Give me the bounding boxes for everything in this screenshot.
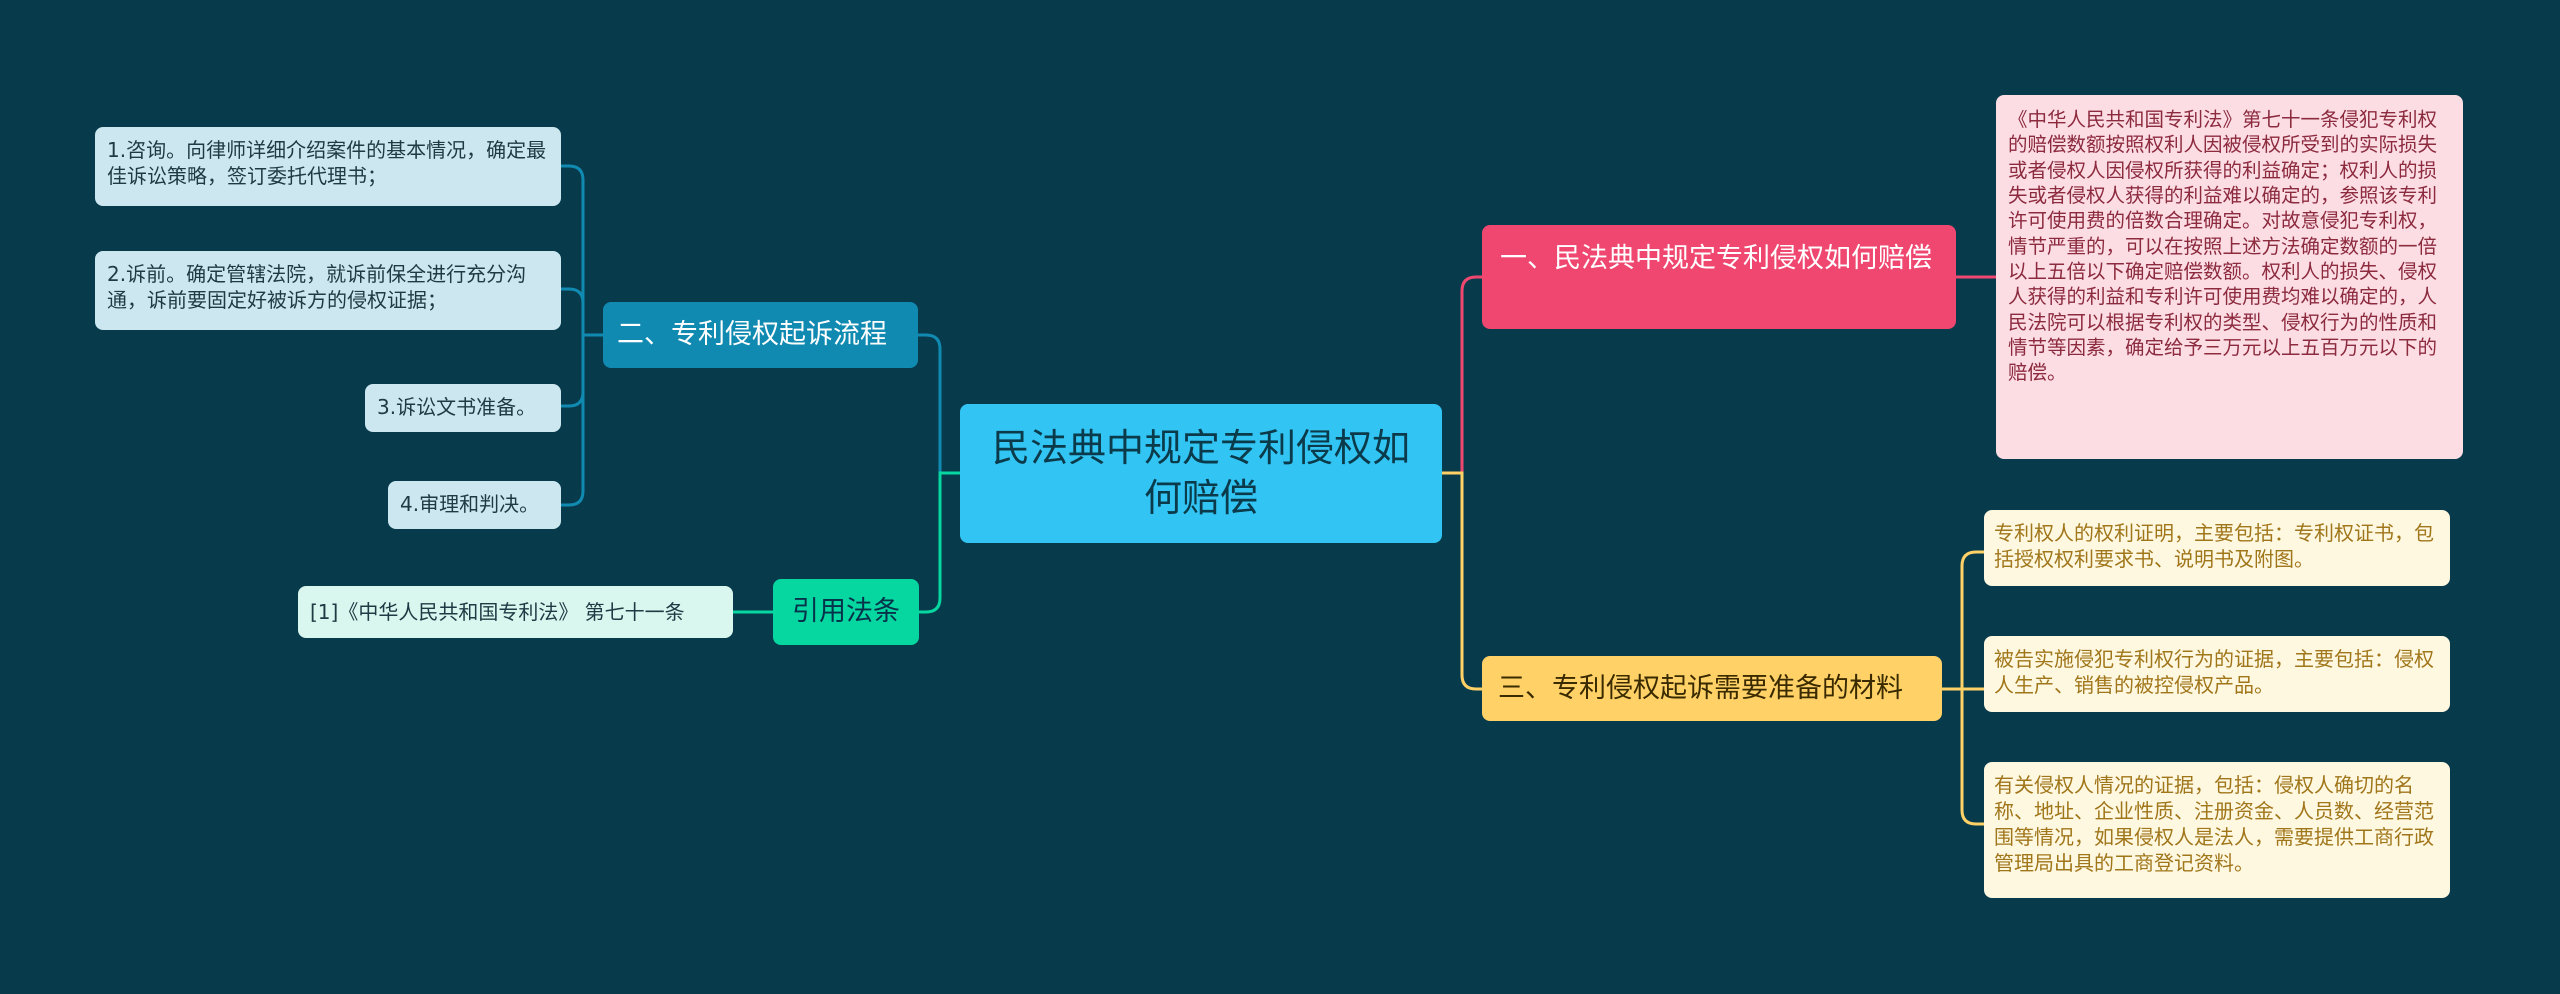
leaf-consultation[interactable]: 1.咨询。向律师详细介绍案件的基本情况，确定最佳诉讼策略，签订委托代理书； (95, 127, 561, 206)
branch-materials-label: 三、专利侵权起诉需要准备的材料 (1498, 672, 1903, 704)
leaf-documents-text: 3.诉讼文书准备。 (377, 395, 537, 419)
branch-litigation-process[interactable]: 二、专利侵权起诉流程 (603, 302, 918, 368)
leaf-infringer-info[interactable]: 有关侵权人情况的证据，包括：侵权人确切的名称、地址、企业性质、注册资金、人员数、… (1984, 762, 2450, 898)
leaf-patent-law-article-text: 《中华人民共和国专利法》第七十一条侵犯专利权的赔偿数额按照权利人因被侵权所受到的… (2008, 108, 2438, 385)
leaf-rights-proof[interactable]: 专利权人的权利证明，主要包括：专利权证书，包括授权权利要求书、说明书及附图。 (1984, 510, 2450, 586)
leaf-rights-proof-text: 专利权人的权利证明，主要包括：专利权证书，包括授权权利要求书、说明书及附图。 (1994, 521, 2434, 571)
leaf-patent-law-article[interactable]: 《中华人民共和国专利法》第七十一条侵犯专利权的赔偿数额按照权利人因被侵权所受到的… (1996, 95, 2463, 459)
leaf-documents[interactable]: 3.诉讼文书准备。 (365, 384, 561, 432)
branch-materials[interactable]: 三、专利侵权起诉需要准备的材料 (1482, 656, 1942, 721)
leaf-infringer-info-text: 有关侵权人情况的证据，包括：侵权人确切的名称、地址、企业性质、注册资金、人员数、… (1994, 773, 2434, 875)
leaf-consultation-text: 1.咨询。向律师详细介绍案件的基本情况，确定最佳诉讼策略，签订委托代理书； (107, 138, 547, 188)
leaf-trial-text: 4.审理和判决。 (400, 492, 540, 516)
central-topic-label: 民法典中规定专利侵权如何赔偿 (991, 426, 1410, 520)
branch-litigation-process-label: 二、专利侵权起诉流程 (617, 319, 887, 351)
leaf-pre-litigation-text: 2.诉前。确定管辖法院，就诉前保全进行充分沟通，诉前要固定好被诉方的侵权证据； (107, 262, 527, 312)
branch-cited-law-label: 引用法条 (792, 596, 900, 628)
leaf-infringement-evidence-text: 被告实施侵犯专利权行为的证据，主要包括：侵权人生产、销售的被控侵权产品。 (1994, 647, 2434, 697)
leaf-trial[interactable]: 4.审理和判决。 (388, 481, 561, 529)
branch-compensation-label: 一、民法典中规定专利侵权如何赔偿 (1500, 243, 1932, 274)
leaf-cited-article[interactable]: [1]《中华人民共和国专利法》 第七十一条 (298, 586, 733, 638)
branch-compensation[interactable]: 一、民法典中规定专利侵权如何赔偿 (1482, 225, 1956, 329)
leaf-pre-litigation[interactable]: 2.诉前。确定管辖法院，就诉前保全进行充分沟通，诉前要固定好被诉方的侵权证据； (95, 251, 561, 330)
leaf-cited-article-text: [1]《中华人民共和国专利法》 第七十一条 (310, 600, 685, 624)
leaf-infringement-evidence[interactable]: 被告实施侵犯专利权行为的证据，主要包括：侵权人生产、销售的被控侵权产品。 (1984, 636, 2450, 712)
central-topic[interactable]: 民法典中规定专利侵权如何赔偿 (960, 404, 1442, 543)
branch-cited-law[interactable]: 引用法条 (773, 579, 919, 645)
